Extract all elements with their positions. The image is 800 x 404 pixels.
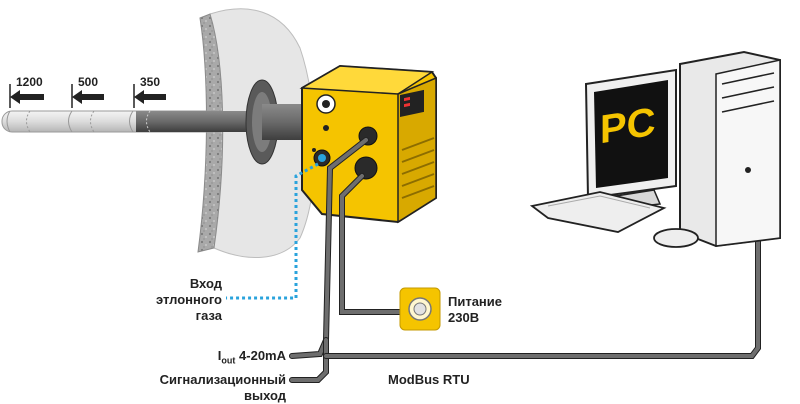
reference-gas-label-line1: Вход (189, 276, 222, 291)
arrow-1200 (10, 90, 44, 104)
reference-gas-line (226, 162, 319, 300)
cables (289, 137, 761, 383)
alarm-output-label: Сигнализационный выход (100, 372, 286, 404)
arrow-350 (134, 90, 166, 104)
power-label: Питание 230В (448, 294, 502, 326)
gas-analyzer (299, 64, 437, 224)
reference-gas-label: Вход этлонного газа (118, 276, 222, 324)
pc-computer (529, 50, 781, 248)
current-output-prefix: I (217, 348, 222, 363)
current-output-range: 4-20mA (235, 348, 286, 363)
arrow-500 (72, 90, 104, 104)
alarm-output-label-line1: Сигнализационный (159, 372, 286, 387)
modbus-label: ModBus RTU (388, 372, 470, 387)
power-label-line2: 230В (448, 310, 480, 325)
probe-tube (1, 110, 256, 133)
mounting-flange (245, 79, 314, 165)
distance-markers (9, 84, 166, 108)
current-output-sub: out (221, 355, 236, 366)
power-label-line1: Питание (448, 294, 503, 309)
distance-label-1200: 1200 (16, 75, 43, 89)
distance-label-500: 500 (78, 75, 99, 89)
alarm-output-label-line2: выход (243, 388, 286, 403)
distance-label-350: 350 (140, 75, 161, 89)
pc-screen-text: PC (600, 99, 656, 153)
reference-gas-label-line3: газа (195, 308, 222, 323)
reference-gas-label-line2: этлонного (155, 292, 222, 307)
current-output-label: Iout 4-20mA (150, 348, 286, 369)
power-socket (399, 287, 441, 331)
